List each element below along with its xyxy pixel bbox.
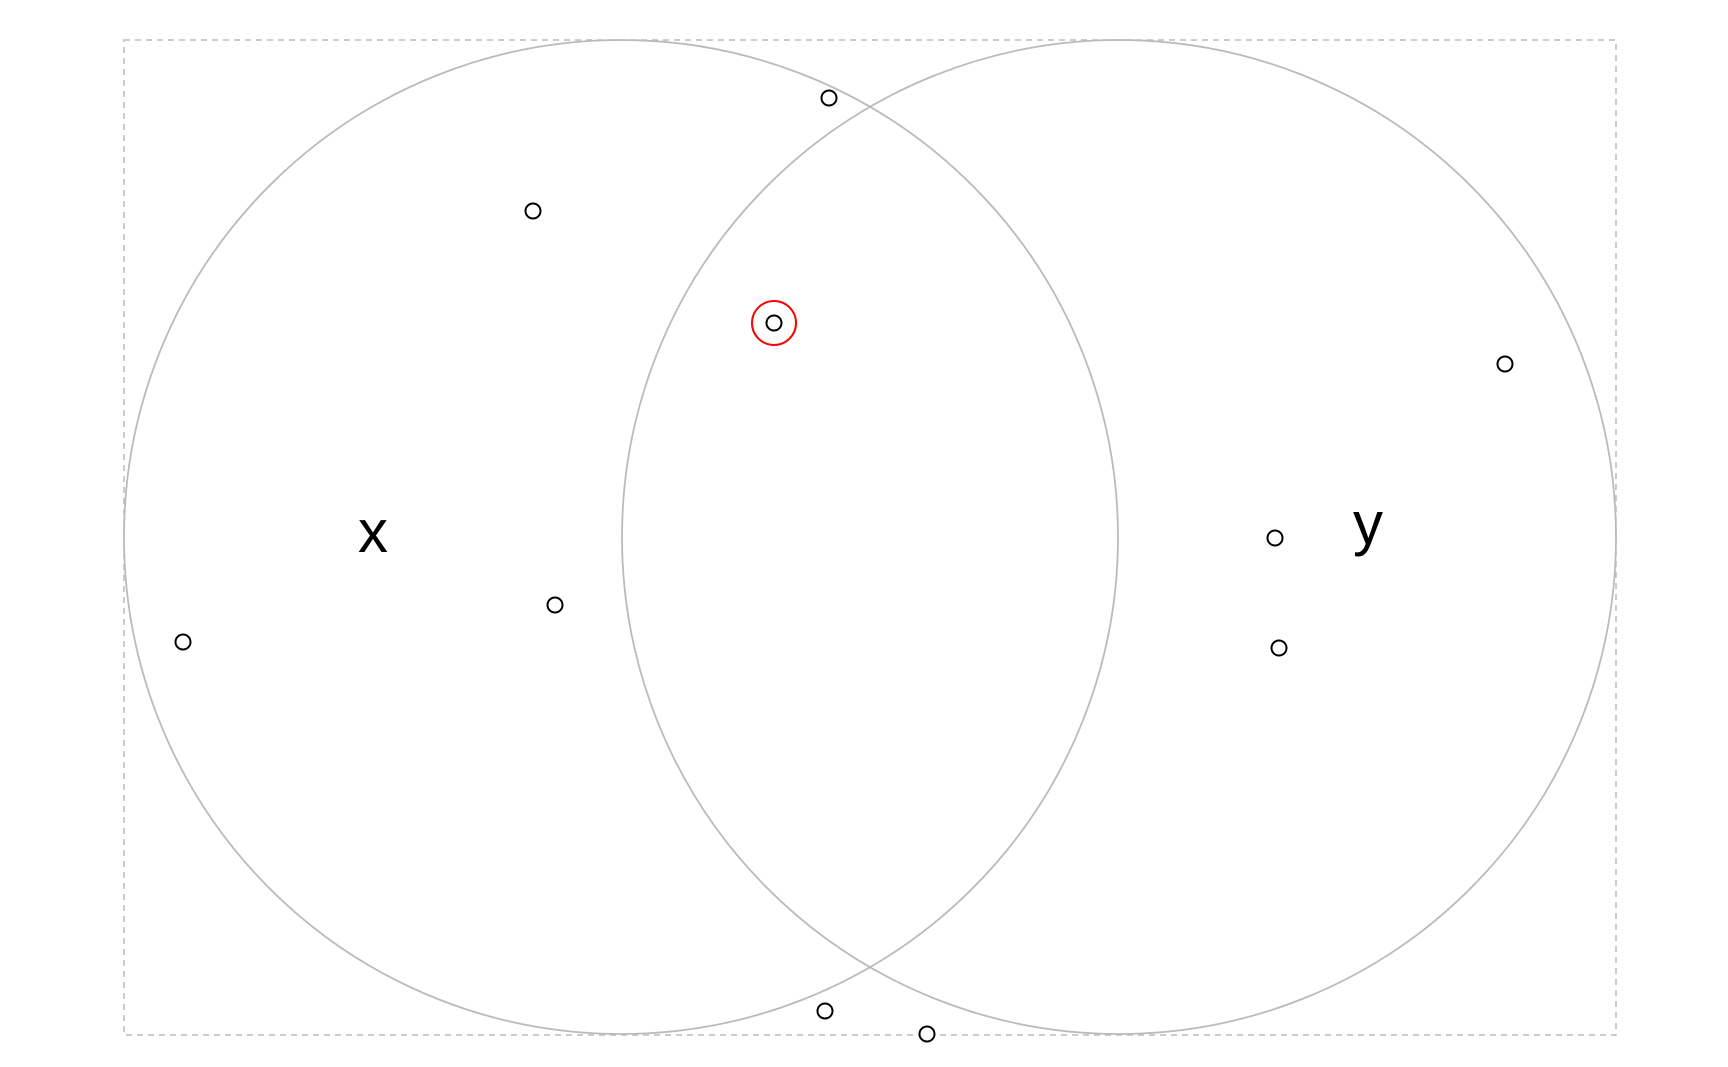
point-p1	[820, 89, 838, 107]
point-p3	[765, 314, 783, 332]
set-y-circle	[621, 39, 1617, 1035]
set-x-circle	[123, 39, 1119, 1035]
point-p5	[174, 633, 192, 651]
set-y-label: y	[1353, 490, 1383, 557]
highlight-ring	[751, 300, 797, 346]
universe-frame	[123, 39, 1617, 1036]
point-p6	[1496, 355, 1514, 373]
point-p8	[1270, 639, 1288, 657]
point-p7	[1266, 529, 1284, 547]
point-p2	[524, 202, 542, 220]
point-p4	[546, 596, 564, 614]
point-p10	[918, 1025, 936, 1043]
set-x-label: x	[358, 498, 388, 565]
point-p9	[816, 1002, 834, 1020]
points-layer	[174, 89, 1514, 1043]
